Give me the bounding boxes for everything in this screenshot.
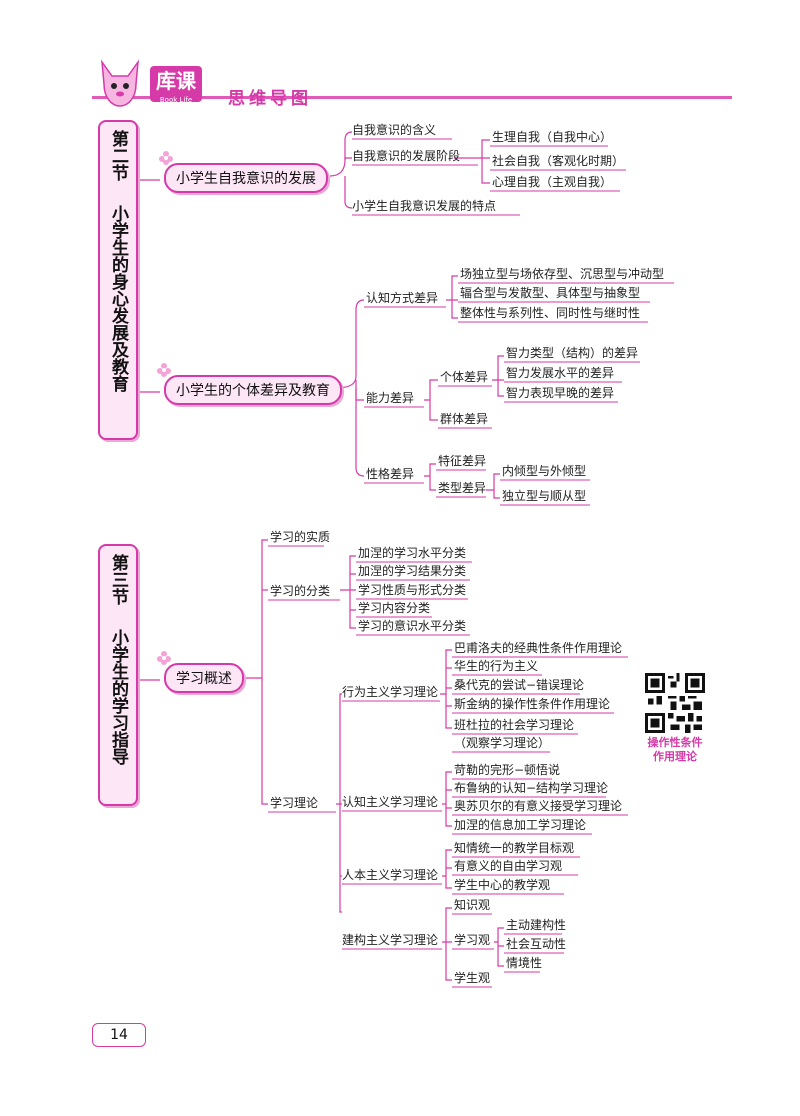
node-learning-overview: 学习概述 (164, 663, 244, 693)
ability-individual-item: 智力表现早晚的差异 (506, 386, 615, 400)
ability-group: 群体差异 (440, 412, 489, 426)
qr-code-icon[interactable] (645, 673, 705, 733)
theory-label: 学习理论 (270, 796, 319, 810)
personality-label: 性格差异 (366, 467, 415, 481)
logo-wordmark: 库课 (150, 66, 202, 102)
qr-caption-line: 操作性条件 (647, 736, 703, 749)
personality-type: 类型差异 (438, 481, 487, 495)
cognitivism-label: 认知主义学习理论 (342, 795, 439, 809)
classification-item: 学习性质与形式分类 (358, 583, 467, 597)
personality-type-item: 独立型与顺从型 (502, 489, 587, 503)
cognitive-item: 整体性与系列性、同时性与继时性 (460, 306, 641, 320)
behaviorism-item: 桑代克的尝试−错误理论 (454, 678, 585, 692)
personality-trait: 特征差异 (438, 454, 487, 468)
humanism-item: 知情统一的教学目标观 (454, 841, 575, 855)
humanism-item: 学生中心的教学观 (454, 878, 551, 892)
personality-type-item: 内倾型与外倾型 (502, 464, 587, 478)
constructivism-label: 建构主义学习理论 (342, 933, 439, 947)
classification-label: 学习的分类 (270, 584, 331, 598)
behaviorism-item: 班杜拉的社会学习理论 (454, 718, 575, 732)
behaviorism-item: 斯金纳的操作性条件作用理论 (454, 697, 611, 711)
header-rule (92, 96, 732, 109)
cognitivism-item: 布鲁纳的认知−结构学习理论 (454, 781, 609, 795)
behaviorism-label: 行为主义学习理论 (342, 685, 439, 699)
behaviorism-item: （观察学习理论） (454, 736, 551, 750)
qr-caption-line: 作用理论 (653, 750, 697, 763)
stage-item: 生理自我（自我中心） (492, 130, 613, 144)
classification-item: 学习内容分类 (358, 601, 431, 615)
classification-item: 加涅的学习结果分类 (358, 564, 467, 578)
ability-individual-item: 智力类型（结构）的差异 (506, 346, 639, 360)
stage-item: 心理自我（主观自我） (492, 175, 613, 189)
self-awareness-item: 自我意识的发展阶段 (352, 149, 461, 163)
classification-item: 学习的意识水平分类 (358, 619, 467, 633)
qr-caption: 操作性条件 作用理论 (630, 736, 720, 764)
node-individual-difference: 小学生的个体差异及教育 (164, 375, 342, 405)
page-number: 14 (92, 1023, 146, 1047)
cognitivism-item: 加涅的信息加工学习理论 (454, 818, 587, 832)
learning-view-item: 主动建构性 (506, 918, 567, 932)
stage-item: 社会自我（客观化时期） (492, 154, 625, 168)
cognitivism-item: 奥苏贝尔的有意义接受学习理论 (454, 799, 623, 813)
ability-individual: 个体差异 (440, 370, 489, 384)
logo-subtitle: Book Life (159, 96, 193, 104)
section-2-label: 第二节 小学生的身心发展及教育 (98, 120, 138, 440)
behaviorism-item: 华生的行为主义 (454, 659, 539, 673)
node-self-awareness: 小学生自我意识的发展 (164, 163, 328, 193)
header-title: 思维导图 (228, 89, 312, 109)
constructivism-knowledge: 知识观 (454, 898, 491, 912)
classification-item: 加涅的学习水平分类 (358, 546, 467, 560)
learning-view-item: 情境性 (506, 956, 543, 970)
flower-icon (157, 651, 171, 665)
constructivism-student: 学生观 (454, 971, 491, 985)
cognitivism-item: 苛勒的完形−顿悟说 (454, 763, 561, 777)
section-2-title: 小学生的身心发展及教育 (108, 205, 128, 392)
humanism-item: 有意义的自由学习观 (454, 859, 563, 873)
self-awareness-item: 小学生自我意识发展的特点 (352, 199, 497, 213)
section-3-number: 第三节 (108, 554, 128, 605)
section-3-title: 小学生的学习指导 (108, 629, 128, 765)
cognitive-item: 场独立型与场依存型、沉思型与冲动型 (460, 267, 665, 281)
fox-mascot-icon (101, 59, 139, 107)
section-3-label: 第三节 小学生的学习指导 (98, 544, 138, 806)
learning-essence: 学习的实质 (270, 530, 331, 544)
behaviorism-item: 巴甫洛夫的经典性条件作用理论 (454, 641, 623, 655)
flower-icon (159, 151, 173, 165)
section-2-number: 第二节 (108, 130, 128, 181)
cognitive-item: 辐合型与发散型、具体型与抽象型 (460, 286, 641, 300)
self-awareness-item: 自我意识的含义 (352, 123, 437, 137)
learning-view-item: 社会互动性 (506, 937, 567, 951)
cognitive-label: 认知方式差异 (366, 291, 439, 305)
humanism-label: 人本主义学习理论 (342, 868, 439, 882)
flower-icon (157, 363, 171, 377)
ability-label: 能力差异 (366, 391, 415, 405)
constructivism-learning: 学习观 (454, 933, 491, 947)
ability-individual-item: 智力发展水平的差异 (506, 366, 615, 380)
